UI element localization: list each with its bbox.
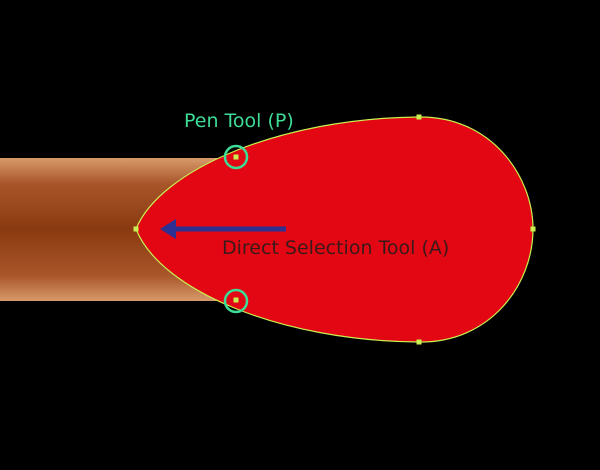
anchor-points [133,114,536,345]
anchor-point-left[interactable] [133,226,139,232]
direct-selection-tool-label: Direct Selection Tool (A) [222,237,450,259]
anchor-point-right[interactable] [530,226,536,232]
arrow-left-icon [160,219,286,239]
anchor-point-bottom[interactable] [416,339,422,345]
anchor-point-lower-added[interactable] [233,297,239,303]
pen-tool-label: Pen Tool (P) [184,110,294,132]
circle-highlight-icon [223,144,249,170]
anchor-point-upper-added[interactable] [233,154,239,160]
anchor-point-top[interactable] [416,114,422,120]
circle-highlight-icon [223,288,249,314]
